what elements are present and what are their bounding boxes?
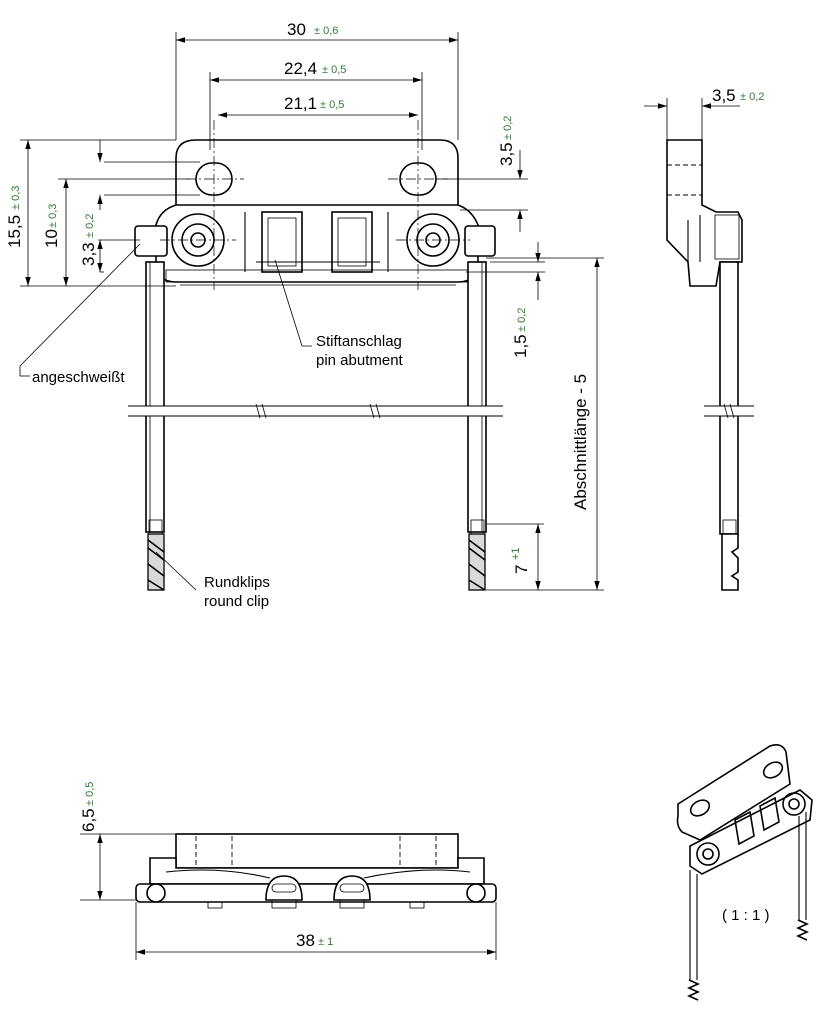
abutment-left bbox=[261, 211, 303, 273]
dim-38-value: 38 bbox=[296, 931, 315, 950]
note-pin-abutment-en: pin abutment bbox=[316, 352, 404, 369]
side-view: 3,5 ± 0,2 bbox=[644, 86, 764, 591]
bottom-bump-right bbox=[333, 875, 371, 901]
front-view: 30 ± 0,6 22,4 ± 0,5 21,1 ± 0,5 15,5 ± 0,… bbox=[5, 20, 604, 610]
dim-10-tol: ± 0,3 bbox=[47, 204, 59, 228]
dim-3-5-side-tol: ± 0,2 bbox=[740, 91, 764, 103]
dim-22-4-tol: ± 0,5 bbox=[322, 64, 346, 76]
dim-3-3-value: 3,3 bbox=[79, 242, 98, 266]
dim-30-value: 30 bbox=[287, 20, 306, 39]
dim-3-5-top-value: 3,5 bbox=[497, 142, 516, 166]
dim-3-3-tol: ± 0,2 bbox=[84, 214, 96, 238]
dim-21-1-tol: ± 0,5 bbox=[320, 99, 344, 111]
pin-right bbox=[467, 261, 487, 533]
note-welded: angeschweißt bbox=[32, 369, 125, 386]
abutment-right bbox=[331, 211, 373, 273]
dim-1-5-tol: ± 0,2 bbox=[516, 308, 528, 332]
bottom-top-block bbox=[175, 833, 459, 869]
scale-label: ( 1 : 1 ) bbox=[722, 907, 770, 924]
top-lobe-plate bbox=[175, 139, 459, 211]
pin-left bbox=[145, 261, 165, 533]
dim-15-5-value: 15,5 bbox=[5, 215, 24, 248]
note-round-clip-de: Rundklips bbox=[204, 574, 270, 591]
dim-15-5-tol: ± 0,3 bbox=[10, 186, 22, 210]
dim-38-tol: ± 1 bbox=[318, 936, 333, 948]
isometric-view: ( 1 : 1 ) bbox=[676, 744, 813, 1001]
dim-3-5-side-value: 3,5 bbox=[712, 86, 736, 105]
dim-21-1-value: 21,1 bbox=[284, 94, 317, 113]
dim-22-4-value: 22,4 bbox=[284, 59, 317, 78]
iso-body bbox=[689, 789, 813, 875]
bottom-eyelet-right bbox=[466, 883, 486, 903]
dim-7-value: 7 bbox=[512, 565, 531, 574]
bottom-view: 6,5 ± 0,5 38 ± 1 bbox=[79, 782, 497, 960]
dim-7-tol: +1 bbox=[510, 547, 522, 560]
bottom-base bbox=[135, 883, 497, 903]
welded-tab-right bbox=[464, 225, 496, 257]
note-pin-abutment-de: Stiftanschlag bbox=[316, 333, 402, 350]
side-clip bbox=[721, 533, 739, 591]
cut-length-label: Abschnittlänge - 5 bbox=[571, 374, 590, 510]
bottom-eyelet-left bbox=[146, 883, 166, 903]
dim-30-tol: ± 0,6 bbox=[314, 25, 338, 37]
dim-1-5-value: 1,5 bbox=[511, 334, 530, 358]
dim-6-5-tol: ± 0,5 bbox=[84, 782, 96, 806]
dim-10-value: 10 bbox=[42, 229, 61, 248]
welded-tab-left bbox=[134, 225, 168, 257]
side-pin bbox=[719, 261, 739, 535]
bottom-bump-left bbox=[265, 875, 303, 901]
dim-6-5-value: 6,5 bbox=[79, 808, 98, 832]
note-round-clip-en: round clip bbox=[204, 593, 269, 610]
dim-3-5-top-tol: ± 0,2 bbox=[502, 116, 514, 140]
iso-top-plate bbox=[676, 744, 791, 841]
